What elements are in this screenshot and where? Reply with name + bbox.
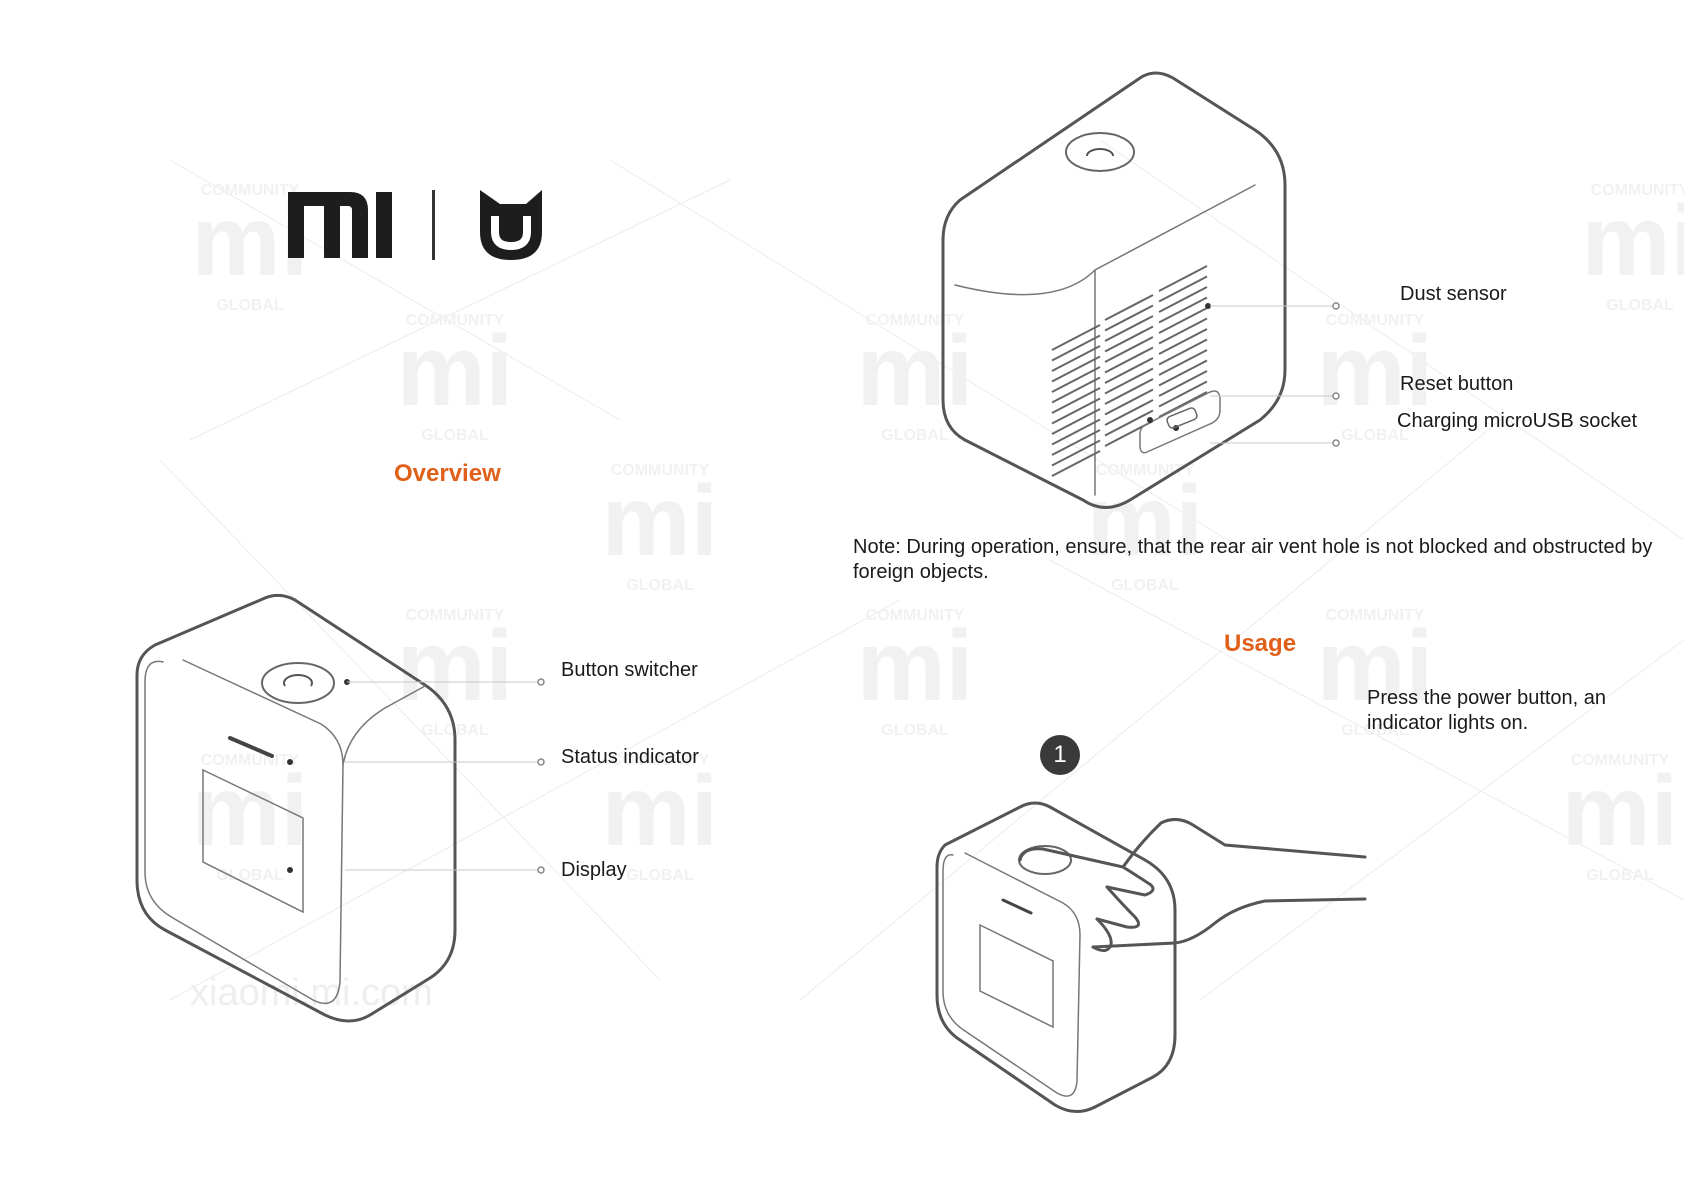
overview-heading: Overview	[394, 460, 501, 487]
svg-text:GLOBAL: GLOBAL	[1341, 427, 1409, 444]
svg-text:COMMUNITY: COMMUNITY	[611, 462, 710, 479]
svg-text:mi: mi	[602, 755, 719, 867]
mi-logo-icon	[288, 190, 542, 260]
svg-text:GLOBAL: GLOBAL	[881, 722, 949, 739]
svg-text:mi: mi	[857, 315, 974, 427]
svg-text:COMMUNITY: COMMUNITY	[1326, 607, 1425, 624]
svg-text:COMMUNITY: COMMUNITY	[1571, 752, 1670, 769]
svg-text:COMMUNITY: COMMUNITY	[201, 752, 300, 769]
front-device-illustration	[135, 593, 457, 1023]
rear-leader-lines	[1210, 302, 1340, 447]
svg-text:GLOBAL: GLOBAL	[216, 867, 284, 884]
button-switcher-label: Button switcher	[561, 659, 698, 681]
dust-sensor-label: Dust sensor	[1400, 283, 1507, 305]
svg-text:mi: mi	[1582, 185, 1684, 297]
svg-text:COMMUNITY: COMMUNITY	[406, 607, 505, 624]
svg-text:COMMUNITY: COMMUNITY	[866, 607, 965, 624]
front-leader-lines	[345, 678, 545, 874]
svg-text:COMMUNITY: COMMUNITY	[1326, 312, 1425, 329]
svg-text:COMMUNITY: COMMUNITY	[406, 312, 505, 329]
charging-socket-label: Charging microUSB socket	[1397, 410, 1638, 432]
usage-instruction: Press the power button, an indicator lig…	[1367, 687, 1607, 734]
svg-text:COMMUNITY: COMMUNITY	[866, 312, 965, 329]
svg-text:COMMUNITY: COMMUNITY	[1591, 182, 1684, 199]
svg-text:GLOBAL: GLOBAL	[1606, 297, 1674, 314]
svg-text:mi: mi	[857, 610, 974, 722]
svg-text:GLOBAL: GLOBAL	[1586, 867, 1654, 884]
svg-text:mi: mi	[1562, 755, 1679, 867]
svg-text:mi: mi	[397, 315, 514, 427]
svg-text:GLOBAL: GLOBAL	[881, 427, 949, 444]
svg-text:COMMUNITY: COMMUNITY	[611, 752, 710, 769]
svg-text:mi: mi	[1317, 610, 1434, 722]
svg-text:GLOBAL: GLOBAL	[1111, 577, 1179, 594]
svg-text:GLOBAL: GLOBAL	[626, 867, 694, 884]
display-label: Display	[561, 859, 627, 881]
step-number-badge: 1	[1040, 735, 1080, 775]
rear-device-illustration	[941, 71, 1287, 509]
svg-text:mi: mi	[397, 610, 514, 722]
svg-text:GLOBAL: GLOBAL	[421, 427, 489, 444]
reset-button-label: Reset button	[1400, 373, 1514, 395]
svg-text:mi: mi	[602, 465, 719, 577]
status-indicator-label: Status indicator	[561, 746, 699, 768]
operation-note: Note: During operation, ensure, that the…	[853, 536, 1653, 583]
svg-text:COMMUNITY: COMMUNITY	[201, 182, 300, 199]
svg-text:mi: mi	[1317, 315, 1434, 427]
usage-heading: Usage	[1224, 630, 1297, 657]
svg-text:GLOBAL: GLOBAL	[1341, 722, 1409, 739]
usage-illustration	[935, 801, 1367, 1113]
svg-text:mi: mi	[1087, 465, 1204, 577]
svg-text:GLOBAL: GLOBAL	[626, 577, 694, 594]
svg-text:GLOBAL: GLOBAL	[216, 297, 284, 314]
